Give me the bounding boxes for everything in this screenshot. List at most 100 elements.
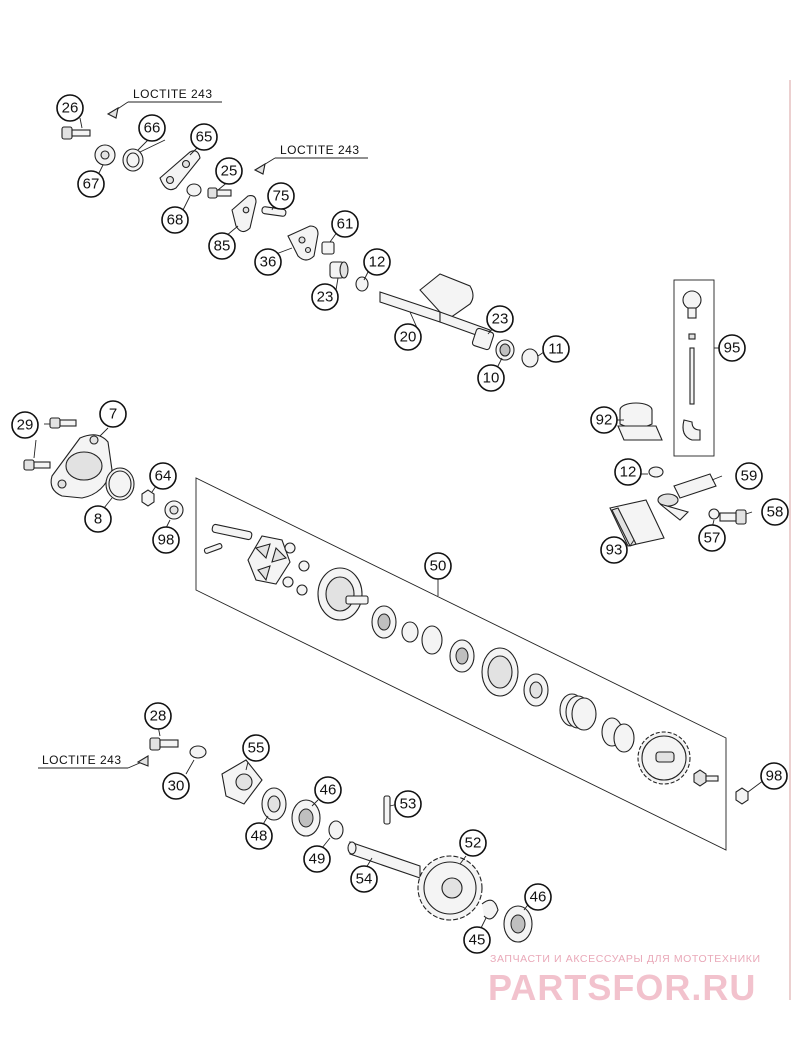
svg-text:23: 23 bbox=[492, 311, 509, 328]
svg-text:67: 67 bbox=[83, 176, 100, 193]
svg-text:68: 68 bbox=[167, 212, 184, 229]
svg-text:98: 98 bbox=[766, 768, 783, 785]
callout-labels: 26 66 65 67 25 68 75 85 61 36 12 23 20 2… bbox=[11, 94, 789, 954]
watermark: ЗАПЧАСТИ И АКСЕССУАРЫ ДЛЯ МОТОТЕХНИКИ PA… bbox=[488, 953, 761, 1008]
callout-10: 10 bbox=[477, 364, 505, 392]
callout-98: 98 bbox=[152, 526, 180, 554]
callout-75: 75 bbox=[267, 182, 295, 210]
svg-text:7: 7 bbox=[109, 406, 117, 423]
svg-text:46: 46 bbox=[320, 782, 337, 799]
callout-64: 64 bbox=[149, 462, 177, 490]
svg-text:95: 95 bbox=[724, 340, 741, 357]
callout-54: 54 bbox=[350, 865, 378, 893]
bottom-shaft-group bbox=[149, 725, 533, 943]
callout-12: 12 bbox=[363, 248, 391, 276]
svg-text:57: 57 bbox=[704, 530, 721, 547]
svg-text:36: 36 bbox=[260, 254, 277, 271]
svg-text:61: 61 bbox=[337, 216, 354, 233]
callout-66: 66 bbox=[138, 114, 166, 142]
callout-93: 93 bbox=[600, 536, 628, 564]
svg-text:12: 12 bbox=[620, 464, 637, 481]
svg-text:64: 64 bbox=[155, 468, 172, 485]
loctite-label-2: LOCTITE 243 bbox=[253, 143, 368, 175]
svg-text:30: 30 bbox=[168, 778, 185, 795]
svg-text:46: 46 bbox=[530, 889, 547, 906]
svg-text:59: 59 bbox=[741, 468, 758, 485]
callout-20: 20 bbox=[394, 323, 422, 351]
callout-95: 95 bbox=[718, 334, 746, 362]
callout-65: 65 bbox=[190, 123, 218, 151]
callout-48: 48 bbox=[245, 822, 273, 850]
callout-53: 53 bbox=[394, 790, 422, 818]
svg-text:12: 12 bbox=[369, 254, 386, 271]
callout-8: 8 bbox=[84, 505, 112, 533]
watermark-logo: PARTSFOR.RU bbox=[488, 967, 756, 1008]
callout-58: 58 bbox=[761, 498, 789, 526]
callout-61: 61 bbox=[331, 210, 359, 238]
loctite-label-1: LOCTITE 243 bbox=[106, 87, 222, 119]
callout-30: 30 bbox=[162, 772, 190, 800]
callout-68: 68 bbox=[161, 206, 189, 234]
svg-text:29: 29 bbox=[17, 417, 34, 434]
svg-text:50: 50 bbox=[430, 558, 447, 575]
callout-23: 23 bbox=[311, 283, 339, 311]
svg-text:45: 45 bbox=[469, 932, 486, 949]
callout-26: 26 bbox=[56, 94, 84, 122]
pump-cover-group bbox=[23, 417, 184, 529]
callout-28: 28 bbox=[144, 702, 172, 730]
svg-text:10: 10 bbox=[483, 370, 500, 387]
loctite-label-3: LOCTITE 243 bbox=[38, 753, 149, 769]
loctite-text: LOCTITE 243 bbox=[133, 87, 213, 101]
callout-25: 25 bbox=[215, 157, 243, 185]
svg-text:58: 58 bbox=[767, 504, 784, 521]
watermark-tagline: ЗАПЧАСТИ И АКСЕССУАРЫ ДЛЯ МОТОТЕХНИКИ bbox=[490, 953, 761, 965]
svg-text:52: 52 bbox=[465, 835, 482, 852]
callout-50: 50 bbox=[424, 552, 452, 580]
svg-text:48: 48 bbox=[251, 828, 268, 845]
bolt-part bbox=[61, 126, 91, 140]
callout-12: 12 bbox=[614, 458, 642, 486]
callout-57: 57 bbox=[698, 524, 726, 552]
callout-55: 55 bbox=[242, 734, 270, 762]
callout-23: 23 bbox=[486, 305, 514, 333]
svg-text:65: 65 bbox=[196, 129, 213, 146]
callout-67: 67 bbox=[77, 170, 105, 198]
callout-59: 59 bbox=[735, 462, 763, 490]
callout-98: 98 bbox=[760, 762, 788, 790]
svg-text:28: 28 bbox=[150, 708, 167, 725]
callout-36: 36 bbox=[254, 248, 282, 276]
callout-92: 92 bbox=[590, 406, 618, 434]
svg-text:23: 23 bbox=[317, 289, 334, 306]
callout-7: 7 bbox=[99, 400, 127, 428]
svg-text:53: 53 bbox=[400, 796, 417, 813]
callout-11: 11 bbox=[542, 335, 570, 363]
top-linkage-group bbox=[61, 126, 539, 368]
callout-45: 45 bbox=[463, 926, 491, 954]
svg-text:8: 8 bbox=[94, 511, 102, 528]
svg-text:11: 11 bbox=[548, 341, 564, 358]
svg-text:20: 20 bbox=[400, 329, 417, 346]
svg-text:49: 49 bbox=[309, 851, 326, 868]
callout-29: 29 bbox=[11, 411, 39, 439]
svg-text:98: 98 bbox=[158, 532, 175, 549]
loctite-text: LOCTITE 243 bbox=[42, 753, 122, 767]
svg-text:75: 75 bbox=[273, 188, 290, 205]
assembly-50-group bbox=[195, 477, 765, 851]
callout-46: 46 bbox=[314, 776, 342, 804]
svg-text:66: 66 bbox=[144, 120, 161, 137]
svg-text:26: 26 bbox=[62, 100, 79, 117]
callout-49: 49 bbox=[303, 845, 331, 873]
right-adjuster-group bbox=[609, 279, 753, 547]
svg-text:54: 54 bbox=[356, 871, 373, 888]
svg-text:92: 92 bbox=[596, 412, 613, 429]
assembly-frame bbox=[195, 477, 727, 851]
callout-85: 85 bbox=[208, 232, 236, 260]
svg-text:55: 55 bbox=[248, 740, 265, 757]
callout-52: 52 bbox=[459, 829, 487, 857]
svg-text:93: 93 bbox=[606, 542, 623, 559]
callout-46: 46 bbox=[524, 883, 552, 911]
svg-text:85: 85 bbox=[214, 238, 231, 255]
loctite-text: LOCTITE 243 bbox=[280, 143, 360, 157]
svg-text:25: 25 bbox=[221, 163, 238, 180]
